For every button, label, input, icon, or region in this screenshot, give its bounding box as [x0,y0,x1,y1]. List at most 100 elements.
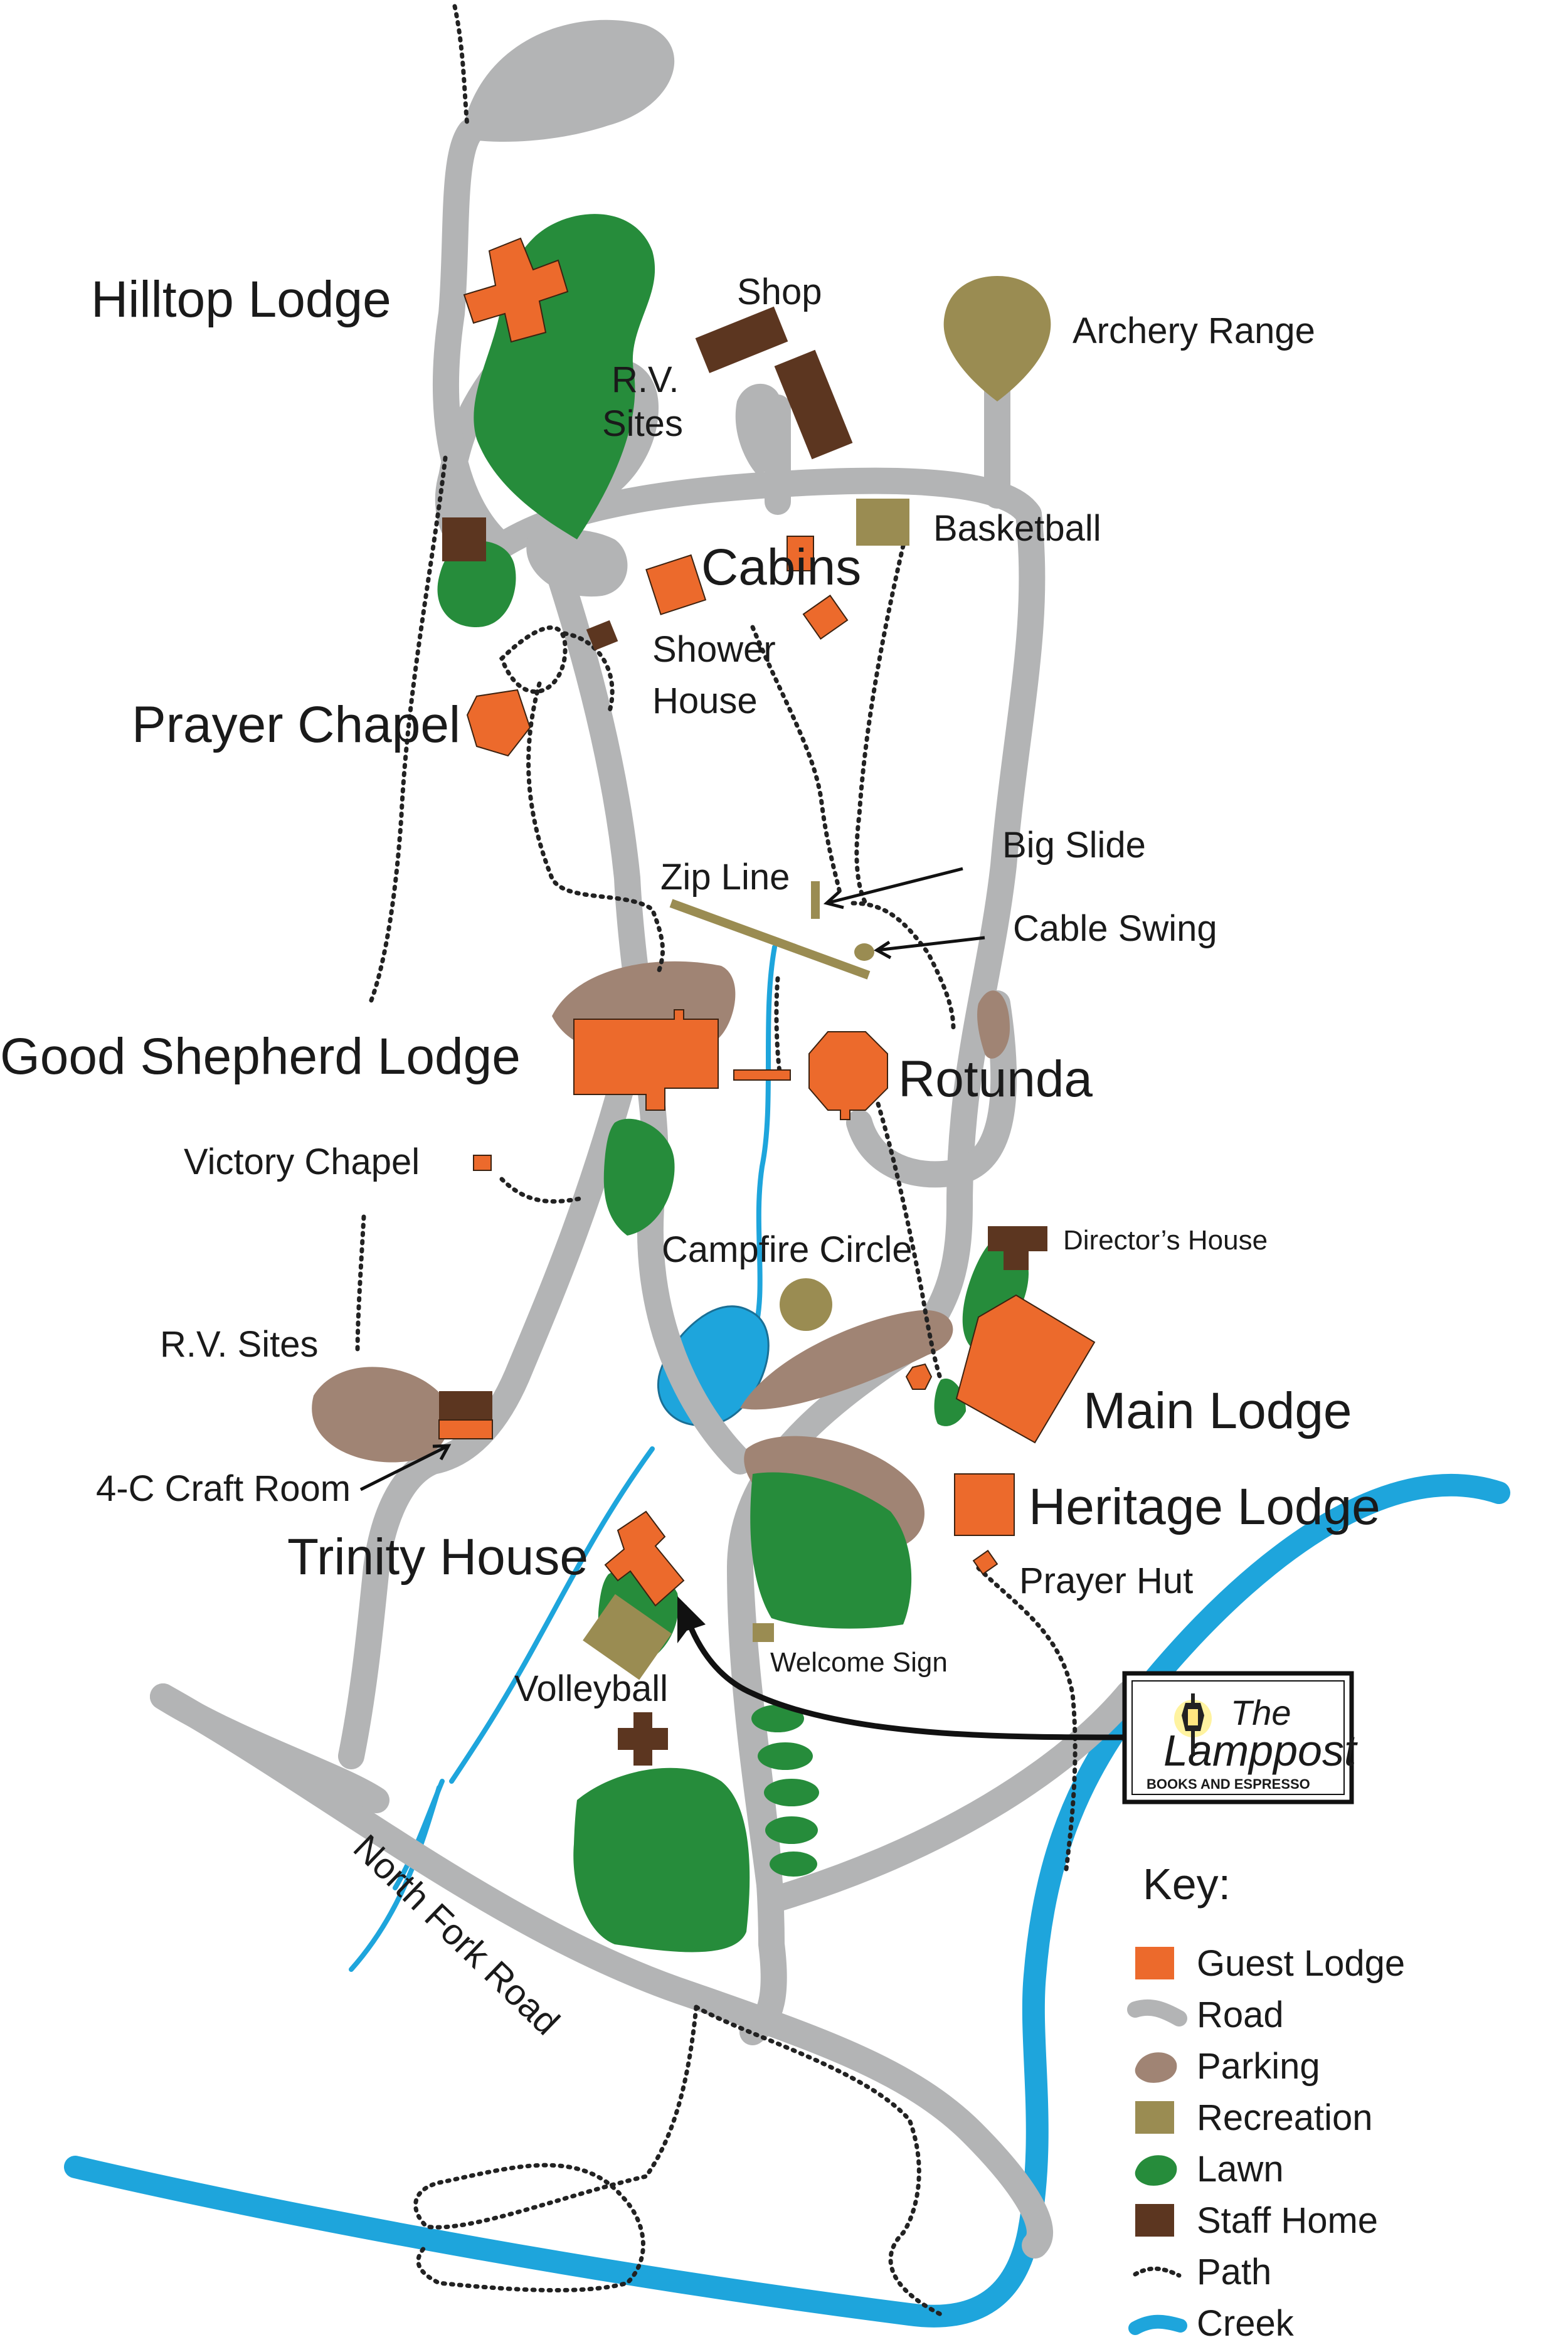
cabin-3 [802,595,849,640]
craft-room-arrowhead [432,1444,452,1461]
label-big-slide: Big Slide [1002,825,1146,866]
main-camp-road [727,501,1046,1914]
key-item-road: Road [1127,1994,1284,2035]
guest-lodges [438,237,1096,1607]
lamppost-arrow [681,1604,1123,1740]
key-item-parking: Parking [1135,2046,1320,2087]
key-symbol-road [1127,1999,1187,2026]
rotunda-shape [808,1031,888,1120]
lawn-oval-3 [764,1779,819,1806]
volleyball-staff-home [618,1712,668,1766]
zip-line-bar [669,899,871,980]
path-top-west [452,4,470,128]
heritage-lodge-shape [954,1473,1015,1536]
paths [355,4,1078,2317]
label-rotunda: Rotunda [898,1051,1093,1108]
label-basketball: Basketball [933,508,1101,549]
key-items: Guest LodgeRoadParkingRecreationLawnStaf… [1127,1943,1405,2344]
label-good-shepherd-lodge: Good Shepherd Lodge [0,1028,521,1085]
key-label: Guest Lodge [1197,1943,1405,1984]
path-basketball [854,543,906,906]
welcome-sign-shape [753,1623,774,1642]
hex-near-main [905,1363,933,1390]
key-item-path: Path [1133,2252,1271,2292]
key-item-recreation: Recreation [1135,2097,1372,2138]
cable-swing-arrow [876,936,985,952]
key-label: Lawn [1197,2149,1284,2190]
staff-homes [439,306,1047,1766]
path-prayer-loop [499,625,568,694]
creeks [64,945,1510,2328]
prayer-hut-shape [972,1549,999,1576]
hilltop-loop-road [433,119,515,559]
small-creek-upper [750,945,777,1342]
key-item-guest-lodge: Guest Lodge [1135,1943,1405,1984]
upper-loop-road [435,282,1042,563]
key-label: Road [1197,1994,1284,2035]
prayer-chapel-shape [466,689,531,757]
key-symbol-guest-lodge [1135,1947,1174,1979]
cabin-2 [787,536,814,571]
path-south-right [694,2005,943,2317]
lamp-icon [1174,1693,1212,1756]
lawn-oval-2 [758,1742,813,1770]
label-directors-house: Director’s House [1063,1225,1268,1256]
key-item-creek: Creek [1128,2303,1295,2344]
rotunda-loop [846,990,1017,1188]
path-cabins-zip [750,625,843,899]
key-symbol-lawn [1135,2155,1177,2186]
cable-swing-dot [854,943,874,961]
key-symbol-creek [1128,2314,1187,2335]
road-bottom-loop [727,1555,787,2045]
lawn-oval-1 [751,1705,804,1732]
label-cable-swing: Cable Swing [1013,908,1217,949]
label-zip-line: Zip Line [660,857,790,898]
label-prayer-hut: Prayer Hut [1019,1560,1193,1601]
label-heritage-lodge: Heritage Lodge [1029,1478,1380,1535]
rv-sites-left-parking [312,1367,449,1463]
label-shower-house-2: House [652,681,758,721]
key-symbol-path [1133,2266,1182,2278]
key-label: Path [1197,2252,1271,2292]
label-shower-house-1: Shower [652,629,776,670]
good-shepherd-connector [733,1069,791,1081]
lamppost-the: The [1231,1693,1291,1732]
north-fork-road-west [150,1683,389,1813]
craft-room-shape [438,1419,493,1439]
shop-building-1 [695,306,788,373]
campfire-circle-shape [780,1278,832,1331]
road-to-lamppost [758,1680,1142,1914]
victory-chapel-shape [473,1155,492,1171]
directors-house-shape [988,1226,1047,1270]
label-rv-sites-top-1: R.V. [612,359,679,400]
key-title: Key: [1143,1860,1231,1909]
key-item-staff-home: Staff Home [1135,2200,1378,2241]
label-volleyball: Volleyball [514,1668,668,1709]
lamppost-name: Lamppost [1163,1726,1358,1775]
craft-room-arrow [359,1444,450,1491]
path-zipline-right [850,901,956,1031]
label-victory-chapel: Victory Chapel [184,1142,420,1182]
volleyball-lawn-large [573,1767,750,1952]
big-slide-arrowhead [823,891,844,909]
lawn-oval-5 [770,1851,817,1877]
label-shop: Shop [737,272,822,312]
lamppost-sign: The Lamppost BOOKS AND ESPRESSO [1122,1671,1358,1804]
good-shepherd-lodge-shape [573,1009,719,1111]
label-welcome-sign: Welcome Sign [770,1647,948,1678]
main-creek [64,1473,1510,2328]
label-campfire-circle: Campfire Circle [662,1229,913,1270]
key-symbol-parking [1135,2052,1177,2083]
archery-range-shape [943,276,1051,401]
trinity-house-shape [604,1510,685,1607]
label-cabins: Cabins [701,539,861,596]
label-craft-room: 4-C Craft Room [96,1468,351,1509]
volleyball-court [583,1594,672,1680]
path-shower [562,631,615,718]
label-rv-sites-top-2: Sites [602,403,683,444]
shop-building-2 [774,349,853,460]
key-label: Staff Home [1197,2200,1378,2241]
callout-arrows [359,867,1123,1740]
